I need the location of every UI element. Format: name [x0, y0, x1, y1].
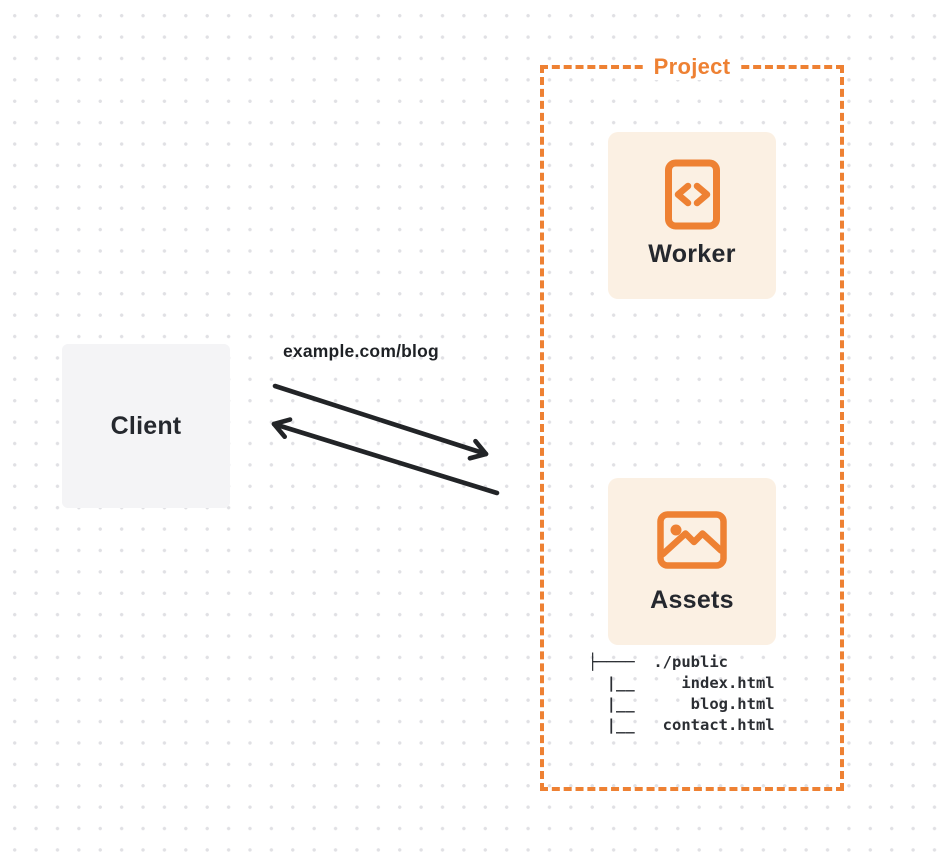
project-label: Project — [644, 54, 740, 80]
code-file-icon — [664, 148, 721, 240]
worker-node: Worker — [608, 132, 776, 299]
request-url-label: example.com/blog — [283, 341, 439, 361]
assets-file-tree: ├──── ./public |__ index.html |__ blog.h… — [588, 653, 775, 734]
assets-label: Assets — [650, 586, 734, 614]
worker-label: Worker — [648, 240, 736, 268]
request-arrow — [272, 383, 489, 461]
project-container: Project Worker Assets — [540, 54, 844, 791]
image-icon — [657, 494, 727, 586]
response-arrow — [271, 417, 500, 496]
client-label: Client — [110, 411, 182, 440]
client-node: Client — [62, 344, 230, 508]
assets-node: Assets — [608, 478, 776, 645]
request-response-arrows — [271, 383, 500, 496]
